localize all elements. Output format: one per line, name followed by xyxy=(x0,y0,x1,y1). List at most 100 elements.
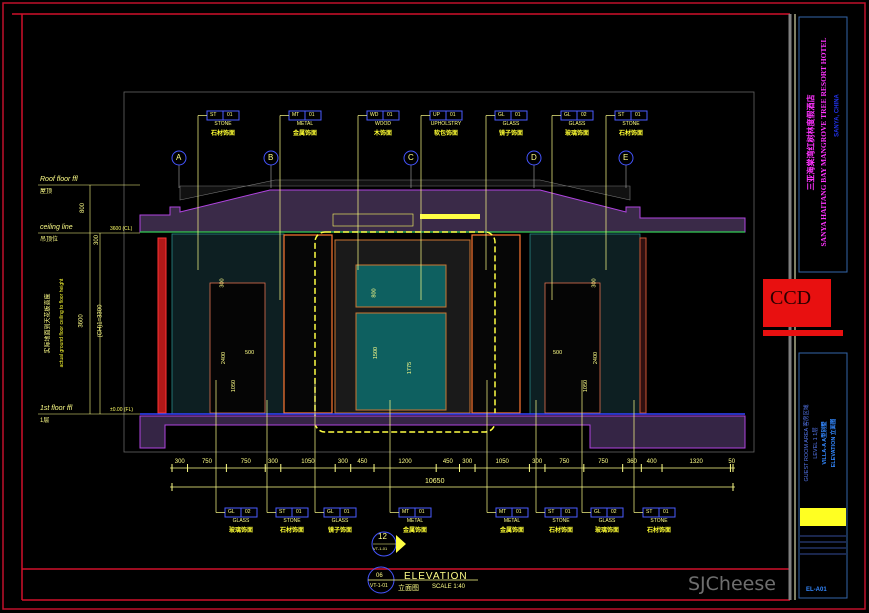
grid-bubble xyxy=(171,150,187,166)
interior-dimension: 1500 xyxy=(373,346,380,360)
material-name: WOOD xyxy=(374,121,392,127)
project-name-cn: 三亚海棠湾红树林度假酒店 xyxy=(806,94,816,191)
section-number: 12 xyxy=(378,532,387,541)
upholstry-panel-lower xyxy=(355,312,447,411)
dimension-value: 450 xyxy=(442,459,453,465)
material-tag-code[interactable]: GL xyxy=(327,509,334,515)
drawing-title-cn: 立面图 xyxy=(398,585,419,592)
material-tag-code[interactable]: GL xyxy=(498,112,505,118)
interior-dimension: 300 xyxy=(591,278,598,288)
dimension-value: 750 xyxy=(201,459,212,465)
material-name-cn: 金属饰面 xyxy=(499,528,524,534)
material-tag-number[interactable]: 01 xyxy=(515,112,521,118)
level-ceiling-tag: 3600 (CL) xyxy=(110,226,133,232)
material-tag-number[interactable]: 01 xyxy=(344,509,350,515)
material-name-cn: 镜子饰面 xyxy=(498,131,523,137)
title-block-info-line: GUEST ROOM AREA 客房区域 xyxy=(804,404,810,482)
material-name: GLASS xyxy=(502,121,520,127)
material-name: GLASS xyxy=(598,518,616,524)
material-tag-number[interactable]: 01 xyxy=(635,112,641,118)
material-tag-code[interactable]: GL xyxy=(564,112,571,118)
material-tag-code[interactable]: ST xyxy=(210,112,217,118)
dimension-value: 1050 xyxy=(301,459,315,465)
interior-dimension: 2400 xyxy=(221,351,228,365)
level-ceiling-label-cn: 吊顶位 xyxy=(40,237,59,243)
project-location: SANYA, CHINA xyxy=(834,94,841,137)
mirror-panel-right xyxy=(471,234,521,414)
material-tag-code[interactable]: MT xyxy=(499,509,507,515)
level-floor-tag: ±0.00 (FL) xyxy=(110,407,134,413)
material-tag-number[interactable]: 01 xyxy=(565,509,571,515)
material-tag-number[interactable]: 01 xyxy=(663,509,669,515)
section-sheet: VT-1-01 xyxy=(373,546,388,551)
ccd-logo-box xyxy=(763,279,831,327)
material-name-cn: 石材饰面 xyxy=(618,131,643,137)
dimension-value: 1050 xyxy=(495,459,509,465)
drawing-sheet: VT-1-01 xyxy=(370,583,388,589)
column-right xyxy=(639,237,647,414)
level-ceiling-label: ceiling line xyxy=(40,224,73,231)
detail-callout-box xyxy=(314,231,496,433)
dimension-value: 750 xyxy=(598,459,609,465)
grid-label-E: E xyxy=(623,153,629,162)
material-name: STONE xyxy=(552,518,570,524)
dimension-value: 300 xyxy=(532,459,543,465)
material-tag-number[interactable]: 01 xyxy=(296,509,302,515)
material-tag-number[interactable]: 01 xyxy=(309,112,315,118)
material-name-cn: 金属饰面 xyxy=(402,528,427,534)
dimension-value: 300 xyxy=(174,459,185,465)
drawing-number: 06 xyxy=(376,573,383,579)
material-tag-number[interactable]: 02 xyxy=(611,509,617,515)
drawing-scale: SCALE 1:40 xyxy=(432,584,466,590)
dimension-value: 750 xyxy=(559,459,570,465)
material-name: METAL xyxy=(296,121,314,127)
material-tag-code[interactable]: WD xyxy=(370,112,379,118)
grid-label-A: A xyxy=(176,153,182,162)
door-left xyxy=(209,282,266,414)
material-tag-code[interactable]: ST xyxy=(548,509,555,515)
interior-dimension: 500 xyxy=(245,350,255,356)
material-tag-code[interactable]: ST xyxy=(618,112,625,118)
material-tag-code[interactable]: GL xyxy=(594,509,601,515)
material-tag-code[interactable]: ST xyxy=(646,509,653,515)
title-block-info-line: LEVEL 1 1层 xyxy=(813,427,819,459)
height-note-en: actual ground floor ceiling to floor hei… xyxy=(59,278,65,368)
material-name-cn: 石材饰面 xyxy=(279,528,304,534)
title-block-rules xyxy=(800,535,846,555)
dim-ch-note: (CH)1=3300 xyxy=(97,304,104,338)
material-name: GLASS xyxy=(232,518,250,524)
floor-slab xyxy=(139,415,746,449)
dimension-value: 1320 xyxy=(689,459,703,465)
red-column xyxy=(157,237,167,414)
title-block-project xyxy=(798,16,848,273)
roof-parapet xyxy=(179,179,631,201)
interior-dimension: 1775 xyxy=(407,361,414,375)
material-tag-code[interactable]: MT xyxy=(292,112,300,118)
material-tag-number[interactable]: 02 xyxy=(581,112,587,118)
material-tag-number[interactable]: 01 xyxy=(450,112,456,118)
level-roof-label-cn: 屋顶 xyxy=(40,189,53,195)
material-tag-code[interactable]: UP xyxy=(433,112,440,118)
title-block-info xyxy=(798,352,848,599)
section-marker[interactable]: 12 VT-1-01 xyxy=(370,527,406,561)
material-name: UPHOLSTRY xyxy=(430,121,462,127)
material-tag-number[interactable]: 02 xyxy=(245,509,251,515)
dim-roof-height: 800 xyxy=(80,202,87,214)
viewport-box xyxy=(123,91,755,453)
material-name: GLASS xyxy=(568,121,586,127)
material-tag-code[interactable]: ST xyxy=(279,509,286,515)
material-tag-number[interactable]: 01 xyxy=(227,112,233,118)
material-tag-number[interactable]: 01 xyxy=(419,509,425,515)
logo-bar xyxy=(763,330,843,336)
grid-bubble xyxy=(403,150,419,166)
material-tag-code[interactable]: GL xyxy=(228,509,235,515)
dim-ceiling-gap: 300 xyxy=(94,234,101,246)
material-tag-code[interactable]: MT xyxy=(402,509,410,515)
mirror-panel-left xyxy=(283,234,333,414)
material-tag-number[interactable]: 01 xyxy=(516,509,522,515)
material-name-cn: 石材饰面 xyxy=(646,528,671,534)
ccd-logo: CCD xyxy=(770,287,812,309)
material-tag-number[interactable]: 01 xyxy=(387,112,393,118)
material-name-cn: 石材饰面 xyxy=(548,528,573,534)
